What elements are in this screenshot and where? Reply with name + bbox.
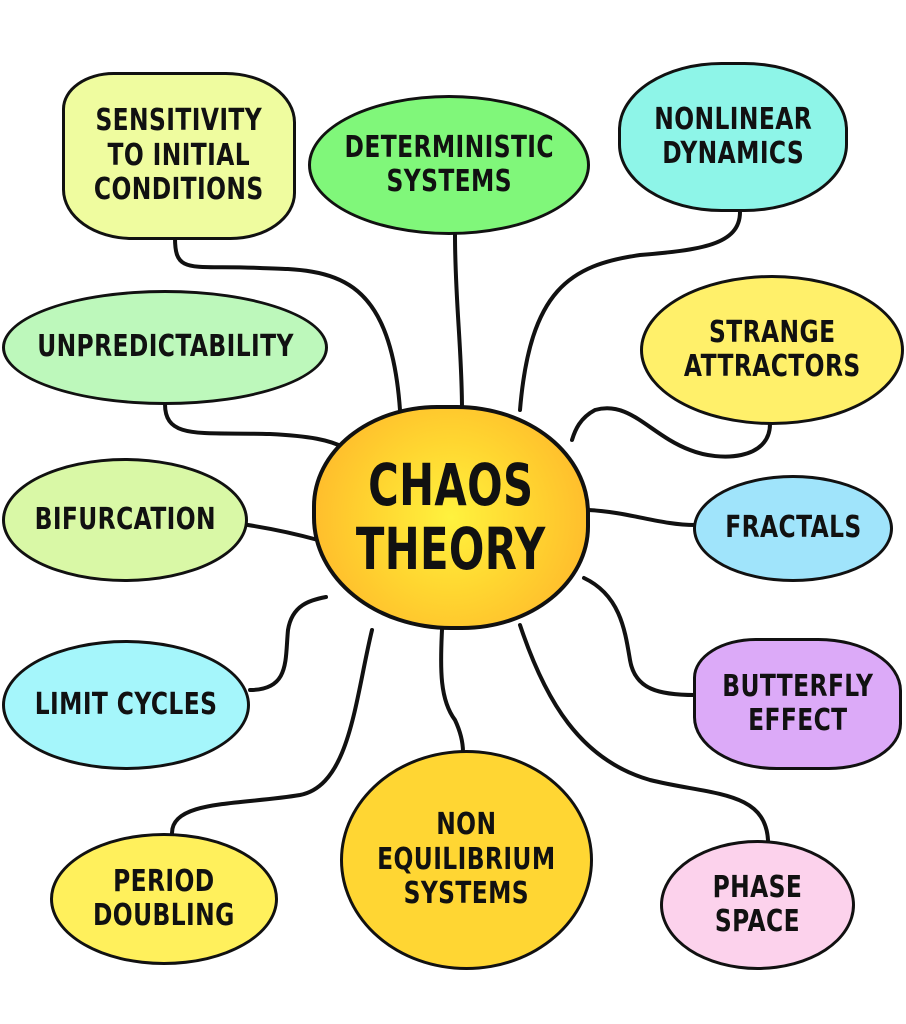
link-bifurcation [246,523,320,542]
link-strange [570,406,772,459]
node-label: Nonlinear dynamics [654,101,812,171]
node-phase-space: Phase space [660,840,855,970]
node-deterministic-systems: Deterministic systems [308,95,590,235]
node-fractals: Fractals [693,475,893,582]
central-topic-label: Chaos Theory [356,450,546,583]
node-label: Non equilibrium systems [377,807,556,912]
node-label: Limit cycles [34,686,218,722]
link-nonequilibrium [439,628,465,754]
node-bifurcation: Bifurcation [2,458,248,582]
node-label: Bifurcation [34,501,216,537]
link-sensitivity [173,236,402,412]
link-phase [518,623,770,842]
node-label: Strange attractors [683,314,861,384]
link-butterfly [582,576,697,697]
node-butterfly-effect: Butterfly effect [693,638,902,770]
node-nonlinear-dynamics: Nonlinear dynamics [618,62,848,212]
node-label: Deterministic systems [344,129,554,199]
node-sensitivity: Sensitivity to initial conditions [62,72,296,240]
node-limit-cycles: Limit cycles [2,640,250,770]
node-label: Sensitivity to initial conditions [94,103,264,208]
node-strange-attractors: Strange attractors [640,275,904,425]
node-label: Fractals [724,510,862,546]
link-deterministic [453,233,464,412]
link-fractals [586,508,697,527]
link-unpredictability [163,402,347,450]
central-topic-chaos-theory: Chaos Theory [312,405,590,630]
node-period-doubling: Period doubling [50,833,278,965]
link-limit [248,595,328,692]
node-unpredictability: Unpredictability [2,290,328,405]
node-label: Unpredictability [36,329,294,365]
node-label: Period doubling [93,863,235,933]
node-non-equilibrium-systems: Non equilibrium systems [340,750,593,970]
node-label: Phase space [712,869,803,939]
link-period [170,628,374,835]
link-nonlinear [518,210,742,412]
node-label: Butterfly effect [721,668,873,738]
